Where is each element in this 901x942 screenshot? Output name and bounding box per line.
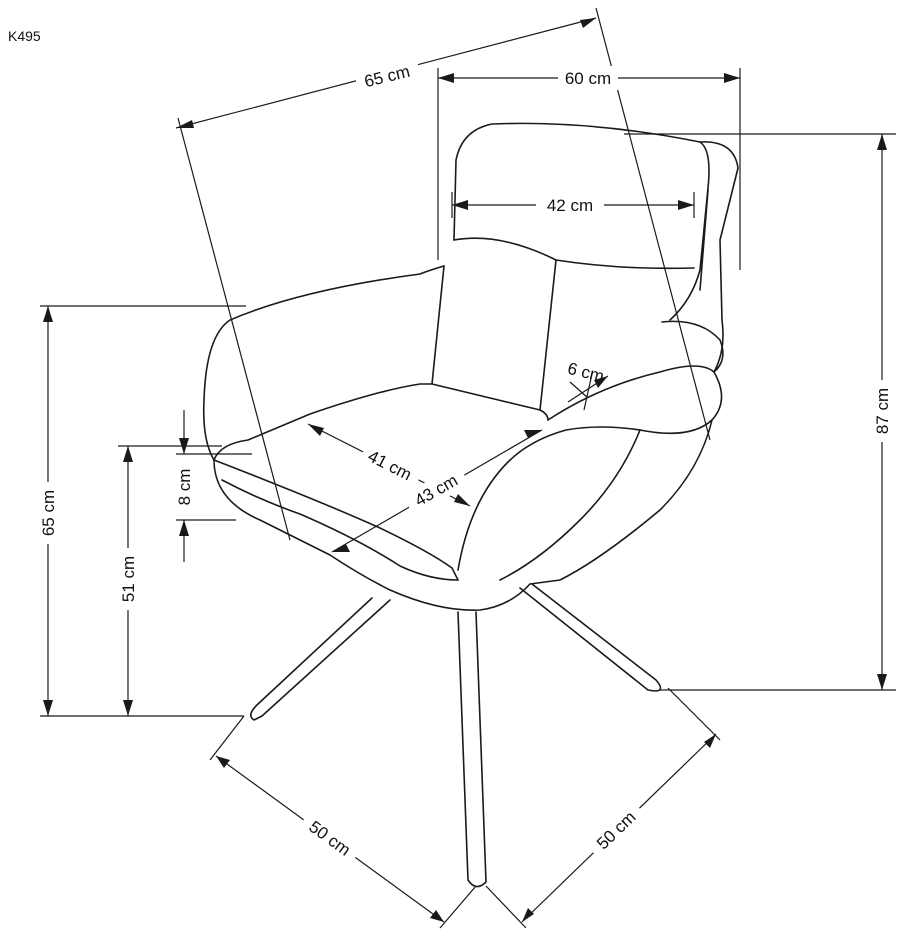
right-armrest-top-edge [661, 320, 724, 373]
seat-height-label: 51 cm [119, 556, 138, 602]
right-shell-inner [499, 429, 641, 581]
seat-cushion-front [213, 459, 459, 581]
chair-illustration [202, 122, 739, 888]
product-code: K495 [8, 28, 41, 44]
backrest-center-seam [539, 259, 557, 411]
front-leg [457, 611, 487, 888]
left-shell-body [213, 459, 531, 611]
seat-cushion-top [213, 383, 549, 461]
backrest-outline [453, 122, 710, 321]
back-left-leg [250, 597, 391, 721]
armrest-height-label: 65 cm [39, 490, 58, 536]
backrest-right-side [699, 141, 739, 373]
seat-cushion-lower [221, 479, 459, 581]
total-height-label: 87 cm [873, 388, 892, 434]
overall-width-label: 60 cm [565, 69, 611, 88]
backrest-width-label: 42 cm [547, 196, 593, 215]
right-armrest-outline [457, 365, 723, 571]
armrest-width-label: 6 cm [566, 359, 606, 386]
left-armrest-inner [431, 265, 445, 385]
dimension-labels: 65 cm 60 cm 42 cm 87 cm 65 cm 51 cm 8 cm… [39, 62, 892, 860]
dimension-lines [36, 7, 896, 929]
left-armrest-outline [202, 265, 445, 461]
back-right-leg [519, 583, 662, 692]
seat-thickness-label: 8 cm [175, 469, 194, 506]
right-shell-outer [529, 419, 713, 585]
backrest-right-side-inner [699, 189, 709, 291]
